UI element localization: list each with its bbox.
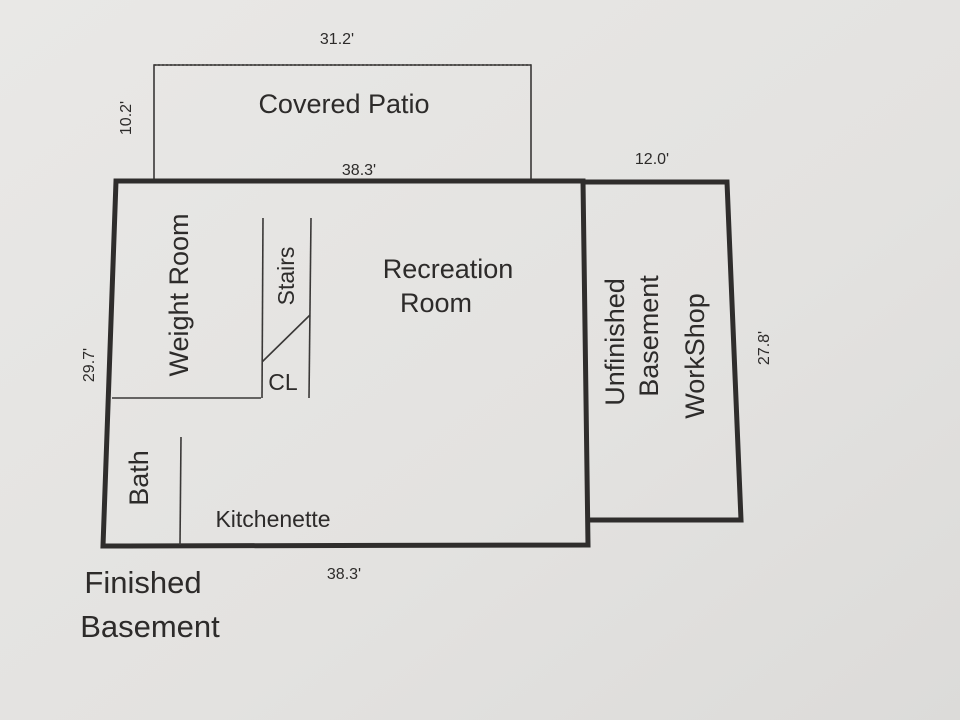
patio-depth-dimension: 10.2' [118,101,135,135]
unfinished-workshop: 12.0' 27.8' Unfinished Basement WorkShop [583,151,773,523]
workshop-label-line3: WorkShop [680,293,710,419]
finished-basement-caption-line2: Basement [80,609,220,644]
patio-width-dimension: 31.2' [320,31,354,48]
bath-label: Bath [124,450,154,506]
bottom-width-dimension: 38.3' [327,566,361,583]
closet-label: CL [268,369,298,395]
top-width-dimension: 38.3' [342,162,376,179]
finished-basement-caption-line1: Finished [84,565,201,600]
recreation-room-label-line1: Recreation [383,254,514,284]
workshop-width-dimension: 12.0' [635,151,669,168]
stairs-wall-left [261,217,264,399]
kitchenette-label: Kitchenette [215,506,330,532]
left-depth-dimension: 29.7' [81,348,98,382]
stairs-wall-right [308,217,312,399]
finished-basement: 38.3' 38.3' 29.7' Weight Room Stairs CL … [80,162,591,644]
stairs-label: Stairs [273,247,299,306]
workshop-depth-dimension: 27.8' [756,331,773,365]
finished-basement-walls [100,178,591,549]
bath-wall [179,436,182,546]
workshop-label-line2: Basement [634,275,664,397]
workshop-walls [583,179,744,523]
closet-diagonal [261,314,311,363]
recreation-room-label-line2: Room [400,288,472,318]
weight-room-label: Weight Room [164,213,194,376]
patio-label: Covered Patio [258,89,429,119]
workshop-label-line1: Unfinished [600,278,630,406]
covered-patio: Covered Patio 31.2' 10.2' [118,31,532,180]
